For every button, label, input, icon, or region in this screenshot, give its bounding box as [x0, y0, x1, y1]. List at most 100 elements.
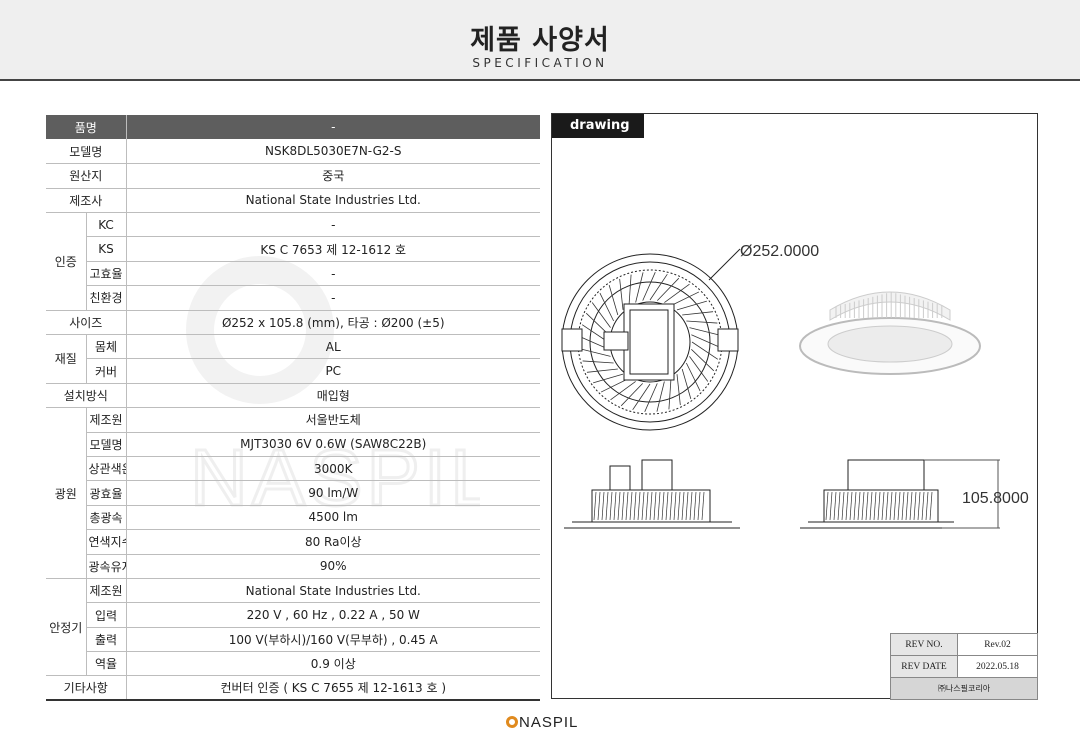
- spec-value: KS C 7653 제 12-1612 호: [125, 236, 540, 262]
- table-row: REV NO. Rev.02: [890, 633, 1038, 656]
- spec-value: NSK8DL5030E7N-G2-S: [125, 139, 540, 165]
- table-row: 역율 0.9 이상: [46, 651, 540, 677]
- spec-value: Ø252 x 105.8 (mm), 타공 : Ø200 (±5): [125, 310, 540, 336]
- table-row: REV DATE 2022.05.18: [890, 655, 1038, 678]
- perspective-view-drawing: [799, 291, 981, 375]
- table-row: 제조사 National State Industries Ltd.: [46, 188, 540, 214]
- table-row: 친환경 -: [46, 285, 540, 311]
- table-row: 안정기 제조원 National State Industries Ltd.: [46, 578, 540, 677]
- table-row: 인증 KC -: [46, 212, 540, 311]
- spec-group-label: 안정기: [46, 578, 86, 677]
- spec-sublabel: KC: [85, 212, 126, 238]
- spec-value: 3000K: [125, 456, 540, 482]
- table-row: 원산지 중국: [46, 163, 540, 189]
- spec-sublabel: 연색지수: [85, 529, 126, 555]
- logo-mark-icon: [506, 716, 518, 728]
- spec-sublabel: 입력: [85, 602, 126, 628]
- spec-value: 컨버터 인증 ( KS C 7655 제 12-1613 호 ): [125, 675, 540, 702]
- rev-no-label: REV NO.: [890, 633, 958, 656]
- spec-sublabel: 친환경: [85, 285, 126, 311]
- spec-sublabel: 몸체: [85, 334, 126, 360]
- table-row: 입력 220 V , 60 Hz , 0.22 A , 50 W: [46, 602, 540, 628]
- spec-label: 사이즈: [46, 310, 126, 336]
- spec-value: 매입형: [125, 383, 540, 409]
- drawing-tag: drawing: [552, 114, 644, 138]
- table-row: 총광속 4500 lm: [46, 505, 540, 531]
- spec-value: 중국: [125, 163, 540, 189]
- rev-no-value: Rev.02: [957, 633, 1038, 656]
- spec-sublabel: 광속유지율: [85, 554, 126, 579]
- page-title: 제품 사양서: [470, 25, 610, 56]
- spec-value: 서울반도체: [125, 407, 540, 433]
- diameter-label: Ø252.0000: [740, 243, 819, 260]
- spec-sublabel: 고효율: [85, 261, 126, 287]
- spec-label: 품명: [46, 115, 126, 140]
- spec-value: 90%: [125, 554, 540, 579]
- spec-value: 0.9 이상: [125, 651, 540, 677]
- spec-sublabel: KS: [85, 236, 126, 262]
- side-view-dimension-drawing: [800, 459, 1000, 529]
- height-label: 105.8000: [962, 490, 1029, 507]
- spec-table: 품명 - 모델명 NSK8DL5030E7N-G2-S 원산지 중국 제조사 N…: [46, 115, 540, 702]
- spec-value: 100 V(부하시)/160 V(무부하) , 0.45 A: [125, 627, 540, 653]
- spec-sublabel: 제조원: [85, 578, 126, 604]
- table-row: 커버 PC: [46, 358, 540, 384]
- table-row: ㈜나스필코리아: [890, 677, 1038, 700]
- spec-label: 모델명: [46, 139, 126, 165]
- spec-value: -: [125, 285, 540, 311]
- spec-sublabel: 광효율: [85, 480, 126, 506]
- table-row: 고효율 -: [46, 261, 540, 287]
- table-row: 출력 100 V(부하시)/160 V(무부하) , 0.45 A: [46, 627, 540, 653]
- footer-logo: NASPIL: [506, 714, 578, 731]
- side-view-drawing: [564, 459, 740, 529]
- spec-sublabel: 제조원: [85, 407, 126, 433]
- spec-label: 설치방식: [46, 383, 126, 409]
- spec-value: -: [125, 212, 540, 238]
- table-row: 연색지수 80 Ra이상: [46, 529, 540, 555]
- spec-value: 220 V , 60 Hz , 0.22 A , 50 W: [125, 602, 540, 628]
- spec-sublabel: 상관색온도: [85, 456, 126, 482]
- spec-label: 원산지: [46, 163, 126, 189]
- product-drawing: Ø252.0000 105.8000: [561, 243, 1029, 529]
- spec-group-label: 광원: [46, 407, 86, 579]
- table-row: 광원 제조원 서울반도체: [46, 407, 540, 579]
- table-row: 품명 -: [46, 115, 540, 140]
- page-subtitle: SPECIFICATION: [472, 56, 608, 70]
- spec-value: AL: [125, 334, 540, 360]
- spec-value: -: [125, 115, 540, 140]
- table-row: 상관색온도 3000K: [46, 456, 540, 482]
- table-row: 광효율 90 lm/W: [46, 480, 540, 506]
- spec-sublabel: 출력: [85, 627, 126, 653]
- table-row: 기타사항 컨버터 인증 ( KS C 7655 제 12-1613 호 ): [46, 675, 540, 702]
- table-row: 사이즈 Ø252 x 105.8 (mm), 타공 : Ø200 (±5): [46, 310, 540, 336]
- spec-label: 제조사: [46, 188, 126, 214]
- spec-value: PC: [125, 358, 540, 384]
- table-row: 모델명 MJT3030 6V 0.6W (SAW8C22B): [46, 432, 540, 457]
- table-row: 설치방식 매입형: [46, 383, 540, 409]
- company-name: ㈜나스필코리아: [890, 677, 1038, 700]
- spec-sublabel: 커버: [85, 358, 126, 384]
- table-row: 광속유지율 90%: [46, 554, 540, 579]
- top-view-drawing: [561, 248, 741, 431]
- drawing-panel: Ø252.0000 105.8000: [551, 113, 1038, 700]
- spec-value: 90 lm/W: [125, 480, 540, 506]
- table-row: KS KS C 7653 제 12-1612 호: [46, 236, 540, 262]
- brand-name: NASPIL: [519, 714, 579, 731]
- spec-value: MJT3030 6V 0.6W (SAW8C22B): [125, 432, 540, 457]
- revision-block: REV NO. Rev.02 REV DATE 2022.05.18 ㈜나스필코…: [890, 633, 1038, 700]
- spec-label: 기타사항: [46, 675, 126, 702]
- spec-group-label: 재질: [46, 334, 86, 384]
- rev-date-label: REV DATE: [890, 655, 958, 678]
- spec-value: 4500 lm: [125, 505, 540, 531]
- spec-group-label: 인증: [46, 212, 86, 311]
- rev-date-value: 2022.05.18: [957, 655, 1038, 678]
- table-row: 재질 몸체 AL: [46, 334, 540, 384]
- spec-sublabel: 역율: [85, 651, 126, 677]
- page-header: 제품 사양서 SPECIFICATION: [0, 0, 1080, 81]
- table-row: 모델명 NSK8DL5030E7N-G2-S: [46, 139, 540, 165]
- spec-value: -: [125, 261, 540, 287]
- spec-sublabel: 모델명: [85, 432, 126, 457]
- spec-sublabel: 총광속: [85, 505, 126, 531]
- spec-value: 80 Ra이상: [125, 529, 540, 555]
- spec-value: National State Industries Ltd.: [125, 188, 540, 214]
